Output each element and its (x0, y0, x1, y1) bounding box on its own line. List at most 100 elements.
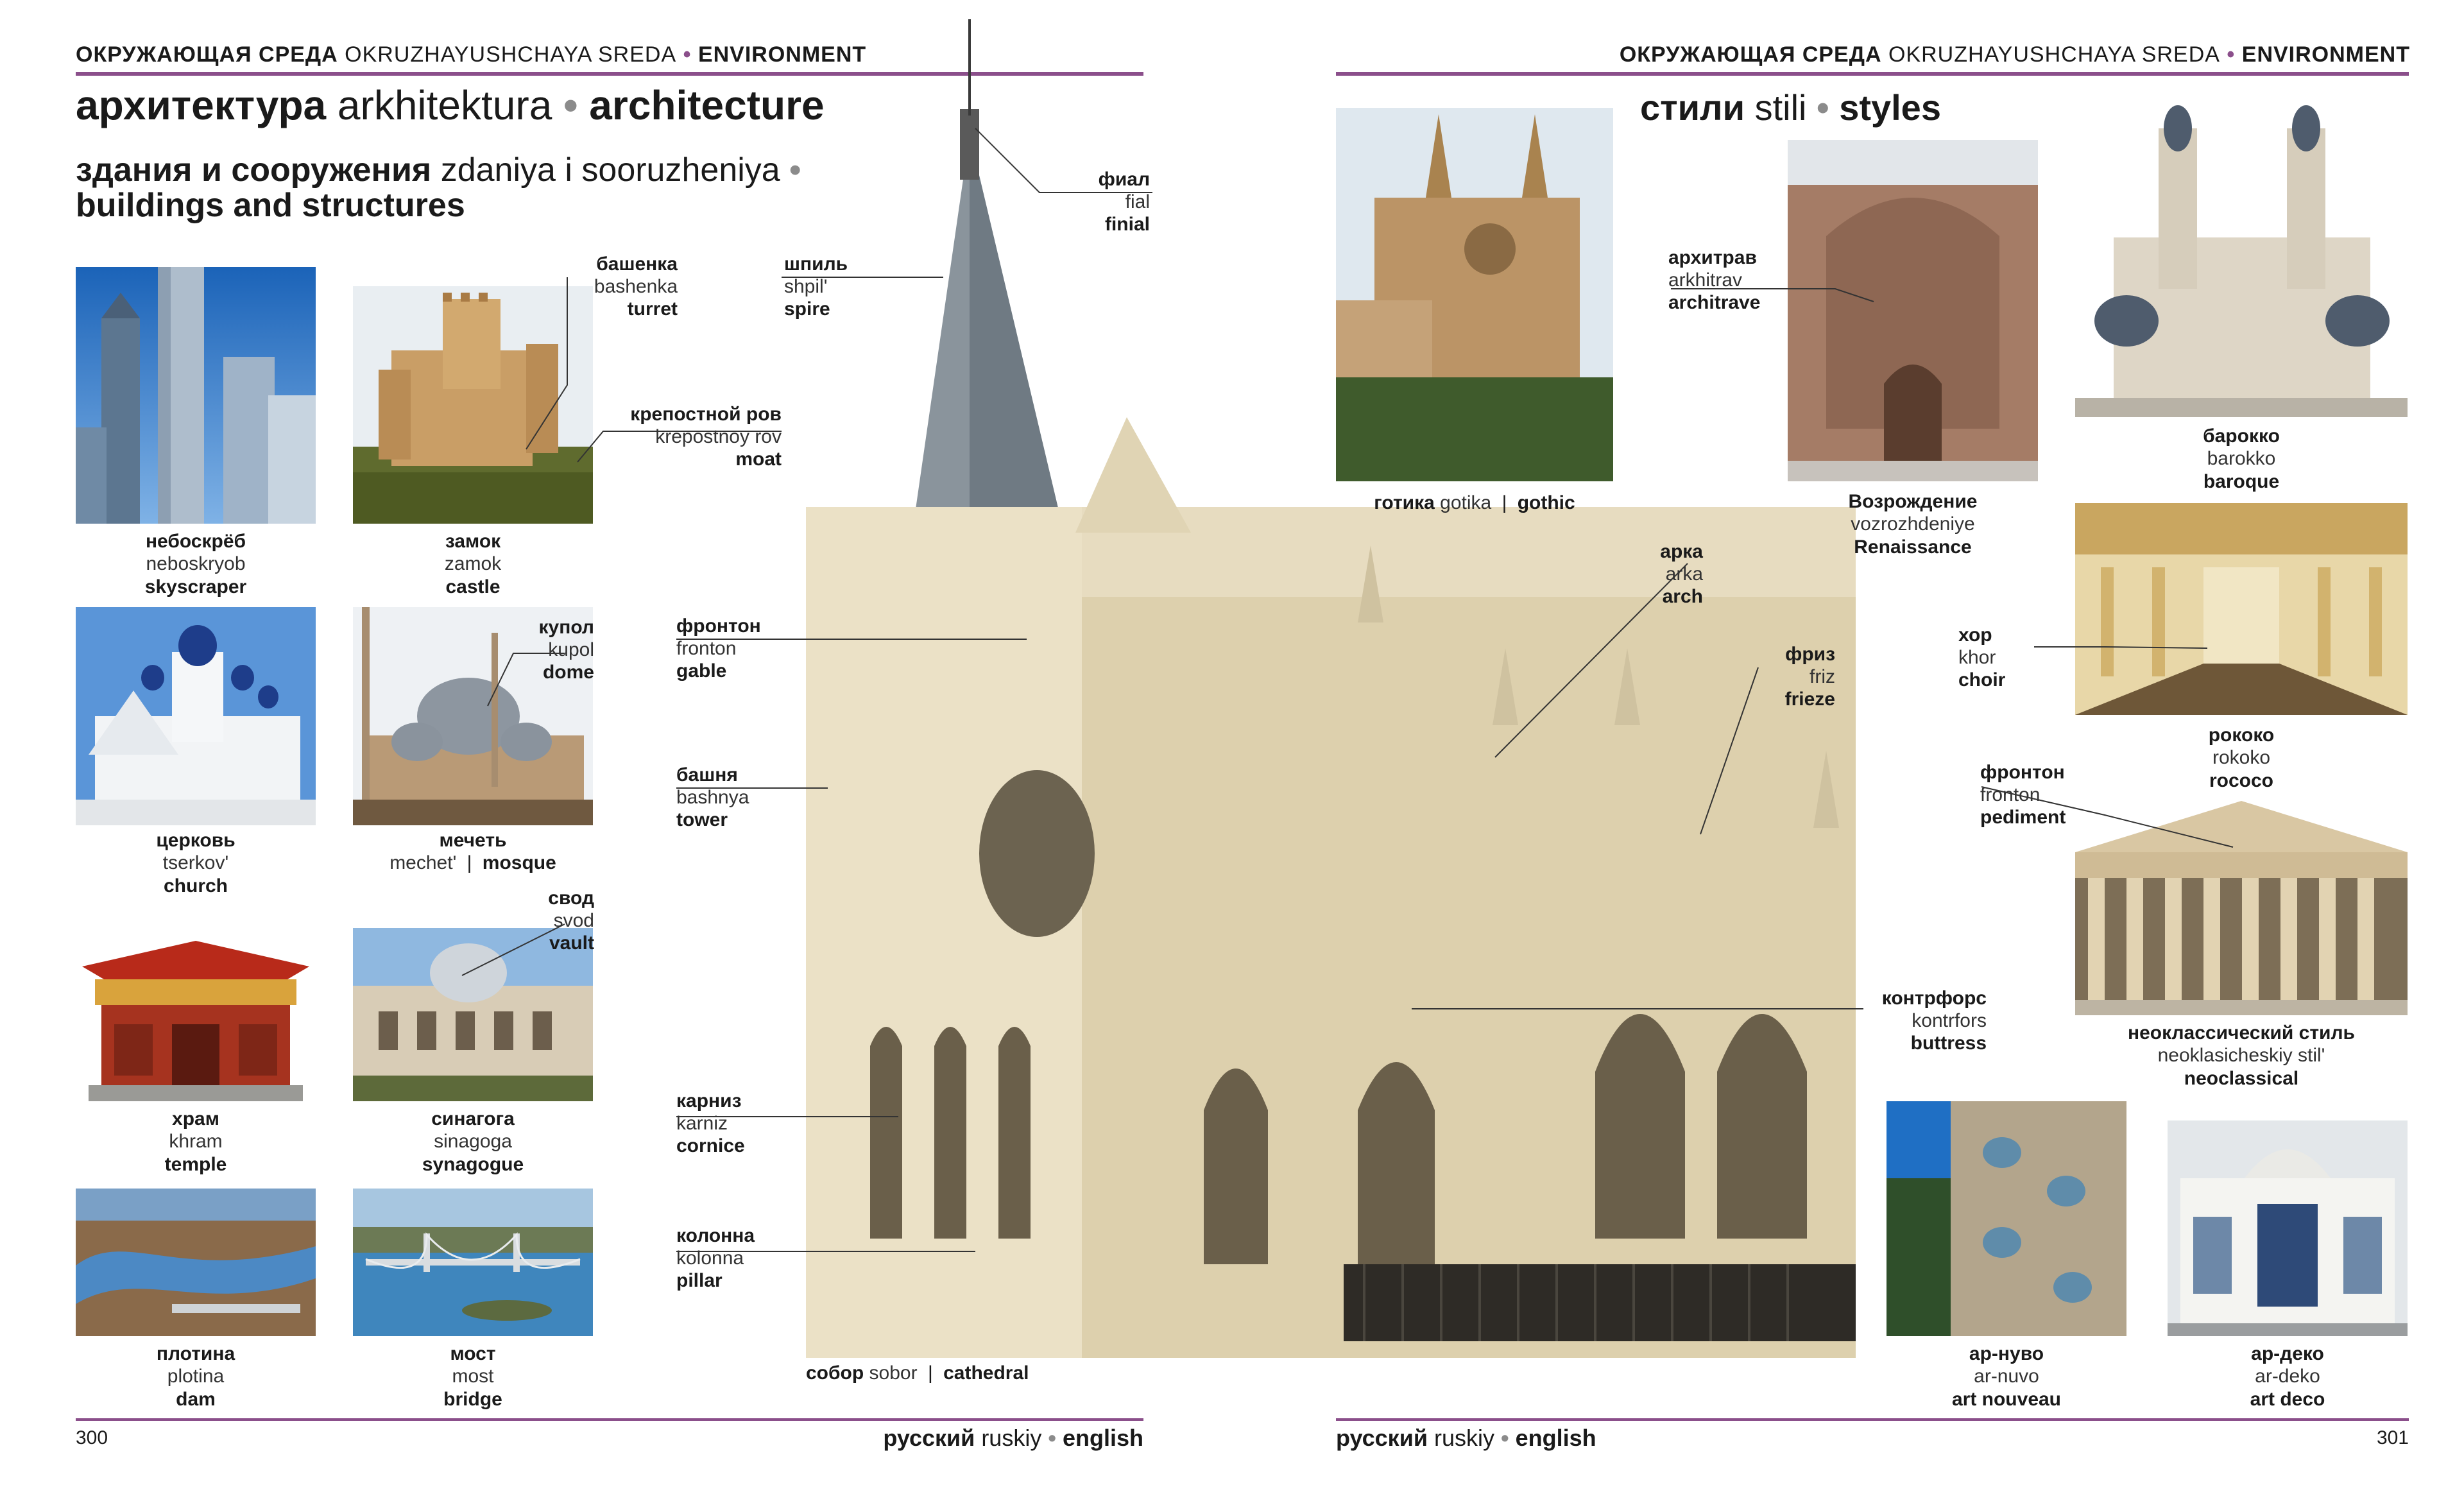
vault-ru: свод (548, 888, 594, 909)
vault-tr: svod (553, 910, 594, 932)
footer-lang-left-en: english (1062, 1425, 1143, 1451)
architrave-en: architrave (1668, 292, 1761, 314)
tower-tr: bashnya (676, 787, 749, 809)
label-vault: свод svod vault (501, 887, 594, 954)
header-right-en: ENVIRONMENT (2241, 42, 2410, 67)
church-tr: tserkov' (162, 852, 229, 874)
bridge-en: bridge (443, 1388, 502, 1410)
castle-en: castle (445, 576, 501, 597)
mosque-caption: мечеть mechet' | mosque (353, 829, 593, 875)
pillar-en: pillar (676, 1270, 723, 1292)
church-ru: церковь (156, 830, 235, 851)
renaissance-caption: Возрождение vozrozhdeniye Renaissance (1788, 490, 2038, 558)
header-left-en: ENVIRONMENT (697, 42, 867, 67)
pillar-tr: kolonna (676, 1248, 744, 1269)
finial-tr: fial (1125, 191, 1150, 213)
finial-en: finial (1104, 214, 1150, 236)
synagogue-ru: синагога (431, 1108, 515, 1129)
cornice-tr: karniz (676, 1113, 728, 1135)
footer-lang-right: русский ruskiy • english (1336, 1425, 1596, 1452)
label-turret: башенка bashenka turret (552, 253, 678, 320)
styles-title-ru: стили (1640, 87, 1745, 128)
subtitle-tr: zdaniya i sooruzheniya (440, 151, 780, 189)
title-ru: архитектура (76, 82, 327, 128)
baroque-tr: barokko (2207, 448, 2276, 470)
footer-lang-left: русский ruskiy • english (883, 1425, 1143, 1452)
mosque-ru: мечеть (439, 830, 507, 851)
label-gable: фронтон fronton gable (676, 615, 761, 682)
synagogue-tr: sinagoga (434, 1131, 512, 1153)
vault-en: vault (549, 932, 594, 954)
art-deco-en: art deco (2250, 1388, 2325, 1410)
spire-tr: shpil' (784, 276, 828, 298)
castle-tr: zamok (444, 553, 502, 575)
pediment-ru: фронтон (1980, 762, 2065, 783)
choir-ru: хор (1958, 624, 1992, 646)
renaissance-photo (1788, 140, 2038, 481)
label-choir: хор khor choir (1958, 624, 2005, 691)
footer-rule-left (76, 1418, 1143, 1421)
footer-lang-left-tr: ruskiy (981, 1425, 1042, 1451)
synagogue-caption: синагога sinagoga synagogue (353, 1108, 593, 1176)
label-arch: арка arka arch (1617, 540, 1703, 608)
dam-photo (76, 1189, 316, 1336)
temple-tr: khram (169, 1131, 223, 1153)
dome-tr: kupol (548, 639, 594, 661)
skyscraper-caption: небоскрёб neboskryob skyscraper (76, 530, 316, 598)
arch-en: arch (1662, 586, 1703, 608)
label-pediment: фронтон fronton pediment (1980, 761, 2066, 828)
section-subtitle: здания и сооружения zdaniya i sooruzheni… (76, 153, 871, 223)
tower-ru: башня (676, 764, 738, 785)
temple-caption: храм khram temple (76, 1108, 316, 1176)
dam-en: dam (176, 1388, 216, 1410)
arch-ru: арка (1660, 541, 1703, 562)
gothic-sep: | (1502, 492, 1507, 513)
castle-caption: замок zamok castle (353, 530, 593, 598)
header-left: ОКРУЖАЮЩАЯ СРЕДА OKRUZHAYUSHCHAYA SREDA … (76, 42, 866, 67)
label-dome: купол kupol dome (501, 616, 594, 683)
art-deco-caption: ар-деко ar-deko art deco (2168, 1343, 2408, 1411)
synagogue-photo (353, 928, 593, 1101)
gothic-caption: готика gotika | gothic (1336, 492, 1613, 514)
gable-ru: фронтон (676, 615, 761, 637)
tower-en: tower (676, 809, 728, 831)
bridge-tr: most (452, 1366, 494, 1387)
page-title: архитектура arkhitektura • architecture (76, 85, 825, 126)
turret-tr: bashenka (594, 276, 678, 298)
finial-ru: фиал (1098, 169, 1150, 190)
header-left-tr: OKRUZHAYUSHCHAYA SREDA (345, 42, 677, 67)
architrave-tr: arkhitrav (1668, 270, 1743, 291)
mosque-tr: mechet' (389, 852, 457, 874)
page-number-left: 300 (76, 1427, 108, 1448)
choir-en: choir (1958, 669, 2006, 691)
temple-ru: храм (172, 1108, 219, 1129)
bridge-caption: мост most bridge (353, 1343, 593, 1411)
title-tr: arkhitektura (337, 82, 552, 128)
footer-lang-right-dot: • (1501, 1425, 1509, 1451)
title-dot: • (563, 82, 578, 128)
footer-lang-right-ru: русский (1336, 1425, 1428, 1451)
page-number-right: 301 (2376, 1427, 2409, 1448)
frieze-ru: фриз (1785, 644, 1835, 665)
art-deco-ru: ар-деко (2251, 1343, 2324, 1364)
mosque-en: mosque (482, 852, 556, 874)
title-en: architecture (589, 82, 825, 128)
bridge-ru: мост (450, 1343, 496, 1364)
skyscraper-ru: небоскрёб (145, 531, 246, 552)
rococo-tr: rokoko (2212, 747, 2271, 769)
neoclassical-en: neoclassical (2184, 1067, 2299, 1089)
rococo-ru: рококо (2208, 725, 2275, 746)
dome-en: dome (542, 662, 594, 683)
arch-tr: arka (1665, 563, 1703, 585)
styles-title-dot: • (1817, 87, 1829, 128)
dam-ru: плотина (156, 1343, 235, 1364)
buttress-en: buttress (1910, 1033, 1987, 1054)
skyscraper-tr: neboskryob (146, 553, 246, 575)
art-deco-tr: ar-deko (2255, 1366, 2320, 1387)
footer-rule-right (1336, 1418, 2409, 1421)
subtitle-ru: здания и сооружения (76, 151, 432, 189)
cathedral-photo (806, 19, 1856, 1358)
gable-en: gable (676, 660, 727, 682)
label-cornice: карниз karniz cornice (676, 1090, 745, 1157)
